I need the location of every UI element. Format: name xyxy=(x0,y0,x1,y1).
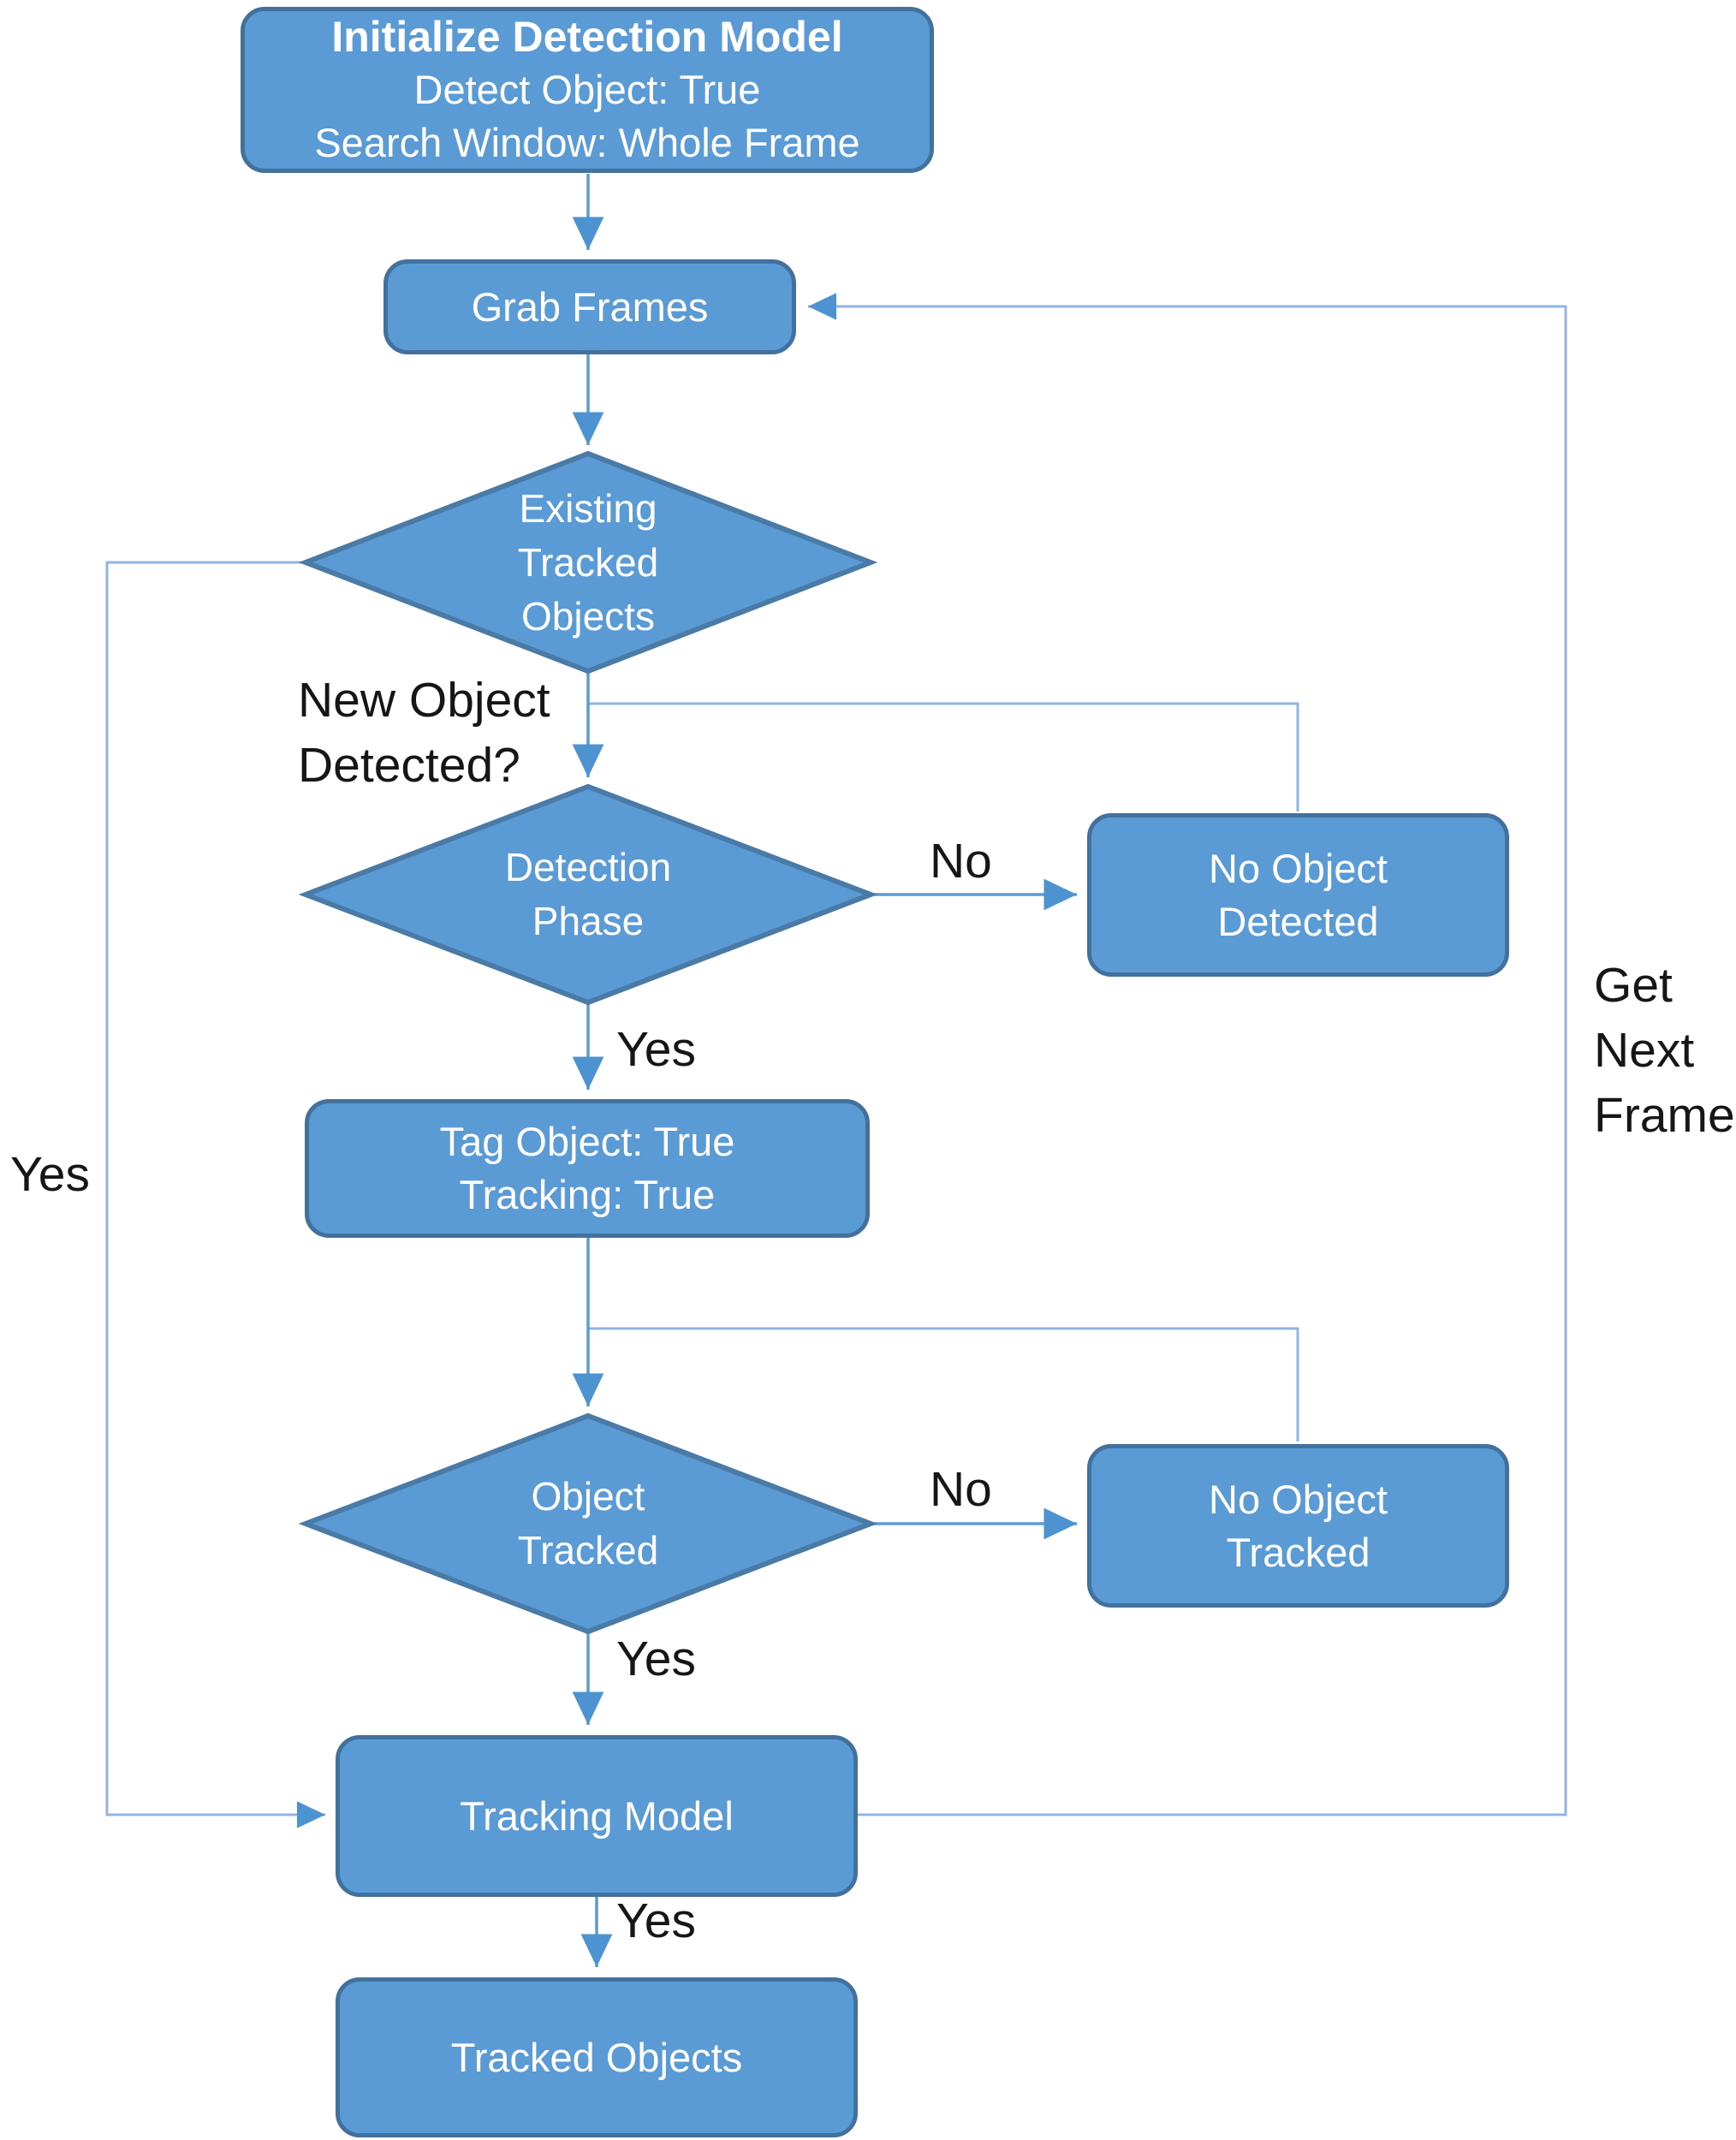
no-object-detected-label: No Object Detected xyxy=(1209,845,1388,944)
detection-phase-decision xyxy=(298,783,878,1006)
edge-get-next-frame-loop xyxy=(808,293,1567,1816)
edge-existing-yes-to-tracking-model xyxy=(105,561,325,1828)
grab-frames-node: Grab Frames xyxy=(383,259,796,354)
get-next-frame-label: Get Next Frame xyxy=(1594,958,1735,1143)
yes-label-existing-left: Yes xyxy=(10,1147,90,1202)
yes-label-detection: Yes xyxy=(616,1022,696,1077)
grab-frames-label: Grab Frames xyxy=(471,283,709,330)
yes-label-tracking: Yes xyxy=(616,1632,696,1686)
tracked-objects-label: Tracked Objects xyxy=(450,2034,743,2080)
tag-object-label: Tag Object: True Tracking: True xyxy=(439,1119,735,1217)
initialize-detection-model-node: Initialize Detection Model Detect Object… xyxy=(241,7,934,173)
tracking-model-node: Tracking Model xyxy=(336,1735,858,1897)
yes-label-tracking-model: Yes xyxy=(616,1893,696,1948)
no-label-detection: No xyxy=(930,834,992,889)
tracking-model-label: Tracking Model xyxy=(460,1792,734,1839)
initialize-detection-model-body: Detect Object: True Search Window: Whole… xyxy=(314,67,860,165)
initialize-detection-model-title: Initialize Detection Model xyxy=(331,13,843,61)
new-object-detected-question-label: New Object Detected? xyxy=(298,673,550,793)
no-label-tracking: No xyxy=(930,1462,992,1517)
no-object-tracked-label: No Object Tracked xyxy=(1209,1476,1388,1575)
tag-object-node: Tag Object: True Tracking: True xyxy=(305,1099,870,1238)
fork-tag-to-no-tracked xyxy=(588,1327,1299,1442)
object-tracked-decision xyxy=(298,1412,878,1635)
no-object-detected-node: No Object Detected xyxy=(1087,813,1509,977)
fork-existing-to-no-detected xyxy=(588,702,1299,811)
existing-tracked-objects-decision xyxy=(298,450,878,675)
no-object-tracked-node: No Object Tracked xyxy=(1087,1444,1509,1608)
tracked-objects-node: Tracked Objects xyxy=(336,1977,858,2137)
